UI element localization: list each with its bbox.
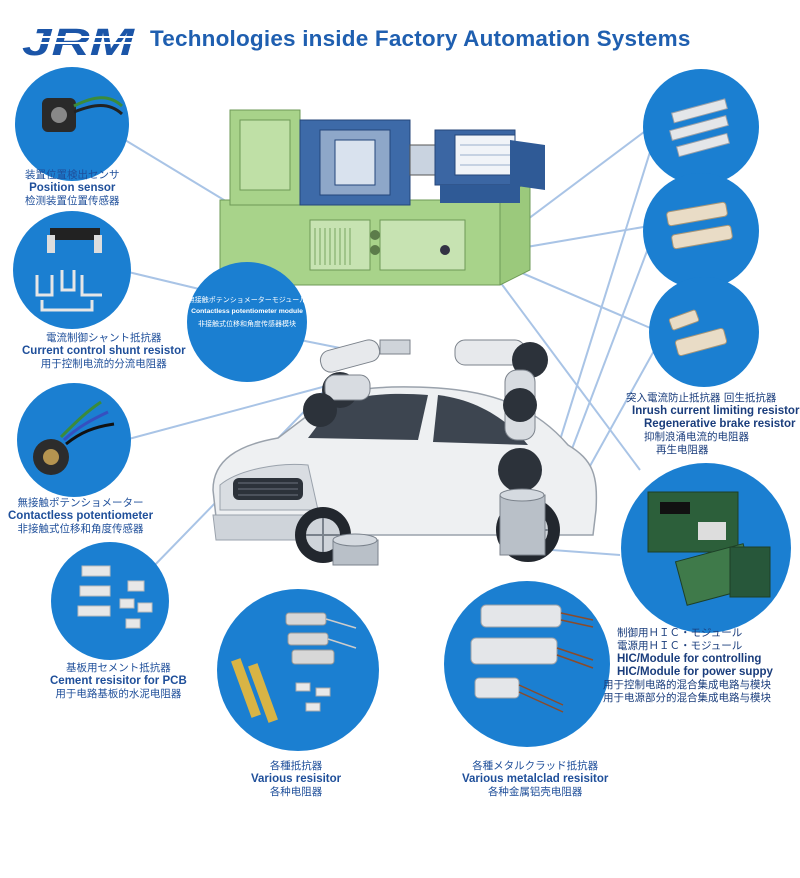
contactless-potentiometer-cn: 非接触式位移和角度传感器 [17, 523, 144, 535]
various-resistor-en: Various resisitor [251, 773, 342, 785]
cement-resistor-cn: 用于电路基板的水泥电阻器 [55, 688, 182, 700]
inrush-resistor-en1: Inrush current limiting resistor [632, 405, 800, 417]
hic-module-circle [621, 463, 791, 633]
position-sensor-cn: 检测装置位置传感器 [25, 195, 120, 207]
inrush-resistor-cn1: 抑制浪涌电流的电阻器 [644, 431, 749, 443]
position-sensor-jp: 装置位置検出センサ [25, 169, 120, 181]
inrush-resistor-en2: Regenerative brake resistor [644, 418, 796, 430]
robot-arm-right-icon [454, 339, 548, 556]
shunt-resistor-circle [13, 211, 131, 329]
robot-arm-left-icon [303, 339, 411, 427]
contactless-potentiometer-jp: 無接触ポテンショメーター [17, 497, 144, 509]
resistor-mid-right-circle [643, 173, 759, 289]
hic-module-jp2: 電源用ＨＩＣ・モジュール [617, 640, 743, 652]
cement-resistor-en: Cement resisitor for PCB [50, 675, 187, 687]
page-title: Technologies inside Factory Automation S… [150, 26, 691, 51]
jrm-logo: JRM [22, 22, 136, 62]
cement-resistor-circle [51, 542, 169, 660]
contactless-module-cn: 非接触式位移和角度传感器模块 [198, 320, 296, 328]
position-sensor-circle [15, 67, 129, 181]
cement-resistor-label: 基板用セメント抵抗器 Cement resisitor for PCB 用于电路… [50, 662, 187, 701]
connector-line [479, 254, 641, 471]
cement-resistor-jp: 基板用セメント抵抗器 [65, 662, 171, 674]
contactless-potentiometer-circle [17, 383, 131, 497]
various-resistor-jp: 各種抵抗器 [269, 760, 323, 772]
metalclad-resistor-jp: 各種メタルクラッド抵抗器 [472, 760, 599, 772]
inrush-resistor-cn2: 再生电阻器 [656, 444, 709, 456]
resistor-top-right-circle [643, 69, 759, 185]
hic-module-en1: HIC/Module for controlling [617, 653, 762, 665]
various-resistor-circle [217, 589, 379, 751]
contactless-module-label: 無接触ポテンショメーターモジュール Contactless potentiome… [185, 294, 309, 330]
contactless-potentiometer-label: 無接触ポテンショメーター Contactless potentiometer 非… [8, 497, 153, 536]
metalclad-resistor-cn: 各种金属铝壳电阻器 [487, 786, 583, 798]
inrush-resistor-label: 突入電流防止抵抗器 回生抵抗器 Inrush current limiting … [626, 392, 799, 457]
shunt-resistor-jp: 電流制御シャント抵抗器 [46, 332, 162, 344]
metalclad-resistor-en: Various metalclad resisitor [462, 773, 609, 785]
contactless-module-jp: 無接触ポテンショメーターモジュール [187, 296, 307, 304]
connector-line [124, 384, 331, 441]
position-sensor-en: Position sensor [29, 182, 116, 194]
hic-module-cn1: 用于控制电路的混合集成电路与模块 [603, 679, 771, 691]
hic-module-en2: HIC/Module for power suppy [617, 666, 773, 678]
shunt-resistor-en: Current control shunt resistor [22, 345, 186, 357]
shunt-resistor-label: 電流制御シャント抵抗器 Current control shunt resist… [22, 332, 186, 371]
inrush-resistor-jp: 突入電流防止抵抗器 回生抵抗器 [626, 392, 777, 404]
inrush-resistor-circle [649, 277, 759, 387]
hic-module-cn2: 用于电源部分的混合集成电路与模块 [603, 692, 771, 704]
contactless-module-circle [187, 262, 307, 382]
hic-module-label: 制御用ＨＩＣ・モジュール 電源用ＨＩＣ・モジュール HIC/Module for… [603, 627, 773, 705]
position-sensor-label: 装置位置検出センサ Position sensor 检测装置位置传感器 [25, 169, 120, 208]
shunt-resistor-cn: 用于控制电流的分流电阻器 [40, 358, 167, 370]
metalclad-resistor-circle [444, 581, 610, 747]
hic-module-jp1: 制御用ＨＩＣ・モジュール [617, 627, 743, 639]
contactless-potentiometer-en: Contactless potentiometer [8, 510, 154, 522]
injection-molding-machine-icon [219, 109, 545, 286]
metalclad-resistor-label: 各種メタルクラッド抵抗器 Various metalclad resisitor… [462, 760, 608, 799]
various-resistor-cn: 各种电阻器 [269, 786, 323, 798]
various-resistor-label: 各種抵抗器 Various resisitor 各种电阻器 [251, 760, 341, 799]
contactless-module-en: Contactless potentiometer module [191, 308, 303, 315]
